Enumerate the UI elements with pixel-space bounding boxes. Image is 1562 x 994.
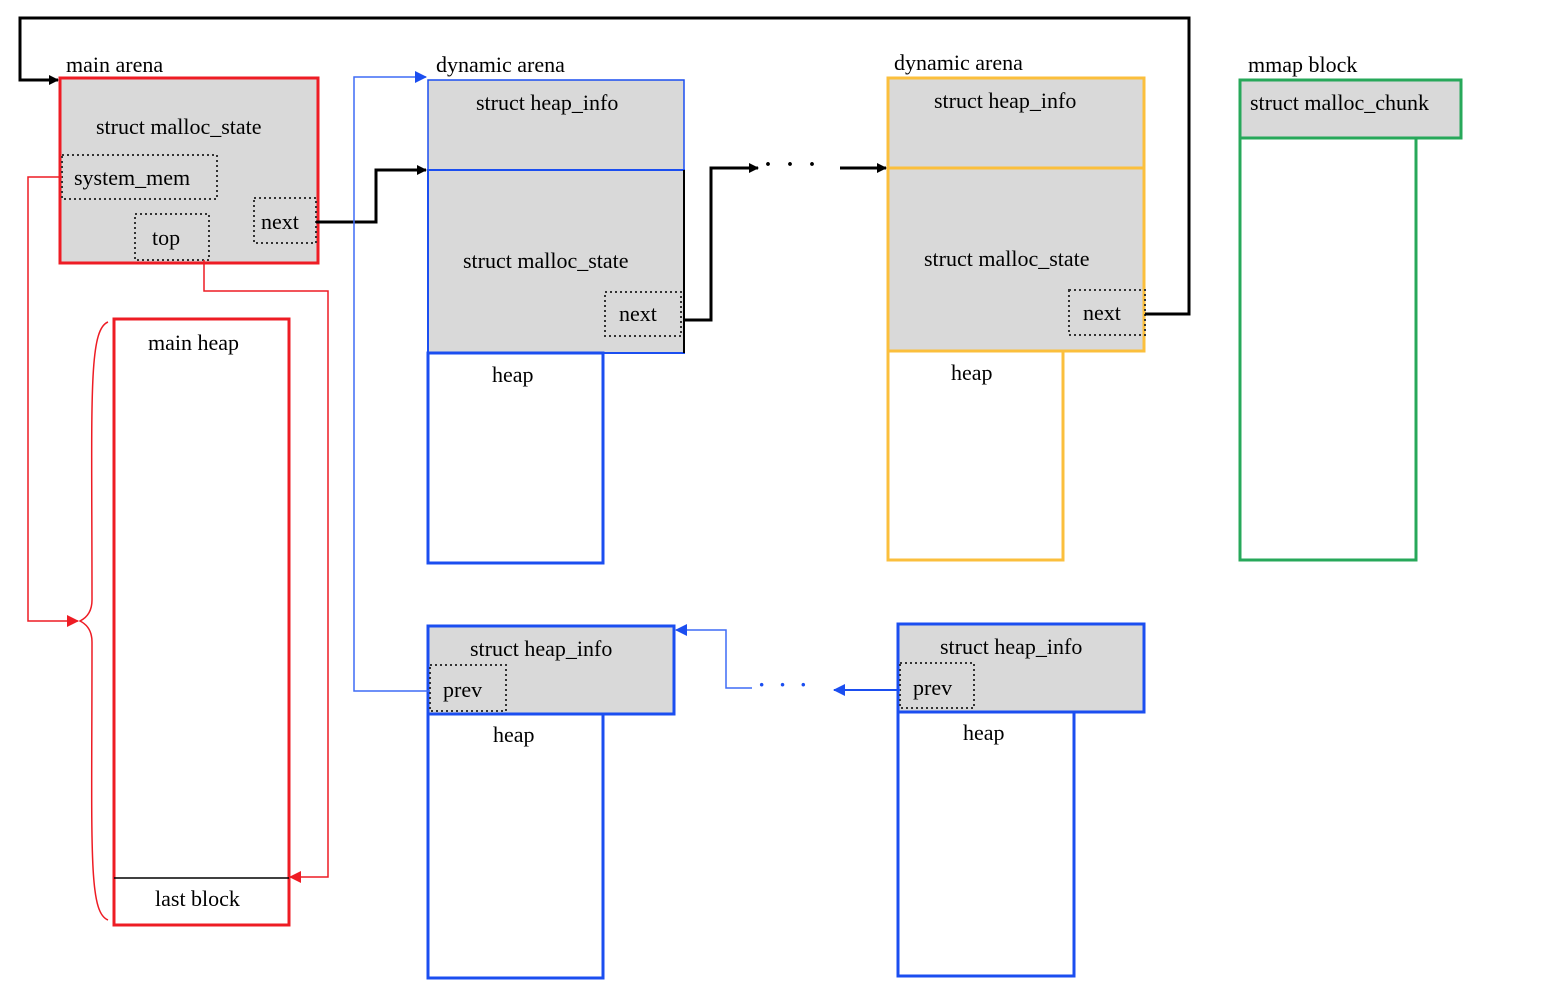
mmap-block-title: mmap block bbox=[1248, 52, 1357, 77]
sub1-prev-label: prev bbox=[443, 677, 482, 702]
mmap-chunk-label: struct malloc_chunk bbox=[1250, 90, 1429, 115]
dyn1-next-link bbox=[684, 163, 759, 322]
main-next-link bbox=[316, 165, 427, 224]
dyn1-heap-info-box bbox=[427, 79, 685, 171]
sub1-heap-info-label: struct heap_info bbox=[470, 636, 612, 661]
top-label: top bbox=[152, 225, 180, 250]
sub1-prev-field bbox=[429, 664, 507, 712]
dyn2-heap-box bbox=[886, 349, 1065, 562]
sub2-heap-info-box bbox=[896, 622, 1146, 714]
dyn1-heap-info-label: struct heap_info bbox=[476, 90, 618, 115]
dynamic-arena-1-title: dynamic arena bbox=[436, 52, 565, 77]
main-next-field bbox=[253, 197, 317, 244]
dynamic-arena-1: dynamic arena struct heap_info struct ma… bbox=[426, 52, 685, 565]
system-mem-label: system_mem bbox=[74, 165, 190, 190]
dynamic-arena-2-title: dynamic arena bbox=[894, 50, 1023, 75]
next-chain-ellipsis: · · · bbox=[764, 152, 820, 178]
mmap-chunk-header bbox=[1238, 78, 1463, 140]
mmap-body-box bbox=[1238, 136, 1418, 562]
dyn1-malloc-state-box bbox=[427, 169, 685, 354]
dyn2-heap-info-box bbox=[886, 76, 1146, 170]
sub-heap-1: struct heap_info prev heap bbox=[426, 624, 676, 980]
dynamic-arena-2: dynamic arena struct heap_info struct ma… bbox=[886, 50, 1146, 562]
dyn2-malloc-state-label: struct malloc_state bbox=[924, 246, 1090, 271]
main-heap-brace bbox=[78, 321, 109, 921]
prev-chain-ellipsis: · · · bbox=[758, 672, 811, 697]
dyn1-heap-label: heap bbox=[492, 362, 534, 387]
top-field bbox=[134, 213, 210, 261]
main-next-label: next bbox=[261, 209, 299, 234]
sub2-heap-info-label: struct heap_info bbox=[940, 634, 1082, 659]
prev-chain-to-sub1-link bbox=[675, 624, 752, 689]
main-heap-box bbox=[112, 317, 291, 927]
mmap-block: mmap block struct malloc_chunk bbox=[1238, 52, 1463, 562]
dyn2-next-label: next bbox=[1083, 300, 1121, 325]
top-arrow bbox=[203, 260, 329, 883]
sub1-heap-label: heap bbox=[493, 722, 535, 747]
sub1-prev-link bbox=[353, 71, 430, 692]
main-arena-box bbox=[58, 76, 320, 265]
dyn2-next-loop-link bbox=[18, 16, 1191, 316]
sub2-prev-label: prev bbox=[913, 675, 952, 700]
sub2-heap-box bbox=[896, 710, 1076, 978]
sub-heap-2: struct heap_info prev heap bbox=[896, 622, 1146, 978]
dyn2-heap-info-label: struct heap_info bbox=[934, 88, 1076, 113]
sub2-heap-label: heap bbox=[963, 720, 1005, 745]
main-malloc-state-label: struct malloc_state bbox=[96, 114, 262, 139]
dyn1-next-label: next bbox=[619, 301, 657, 326]
dyn2-heap-label: heap bbox=[951, 360, 993, 385]
main-arena-title: main arena bbox=[66, 52, 163, 77]
system-mem-arrow bbox=[27, 176, 79, 627]
dyn1-malloc-state-label: struct malloc_state bbox=[463, 248, 629, 273]
dyn1-heap-box bbox=[426, 351, 605, 565]
main-arena: main arena struct malloc_state system_me… bbox=[27, 52, 329, 927]
last-block-label: last block bbox=[155, 886, 240, 911]
dyn2-malloc-state-box bbox=[886, 166, 1146, 353]
sub1-heap-box bbox=[426, 712, 605, 980]
sub2-prev-field bbox=[899, 662, 975, 709]
main-heap-label: main heap bbox=[148, 330, 239, 355]
